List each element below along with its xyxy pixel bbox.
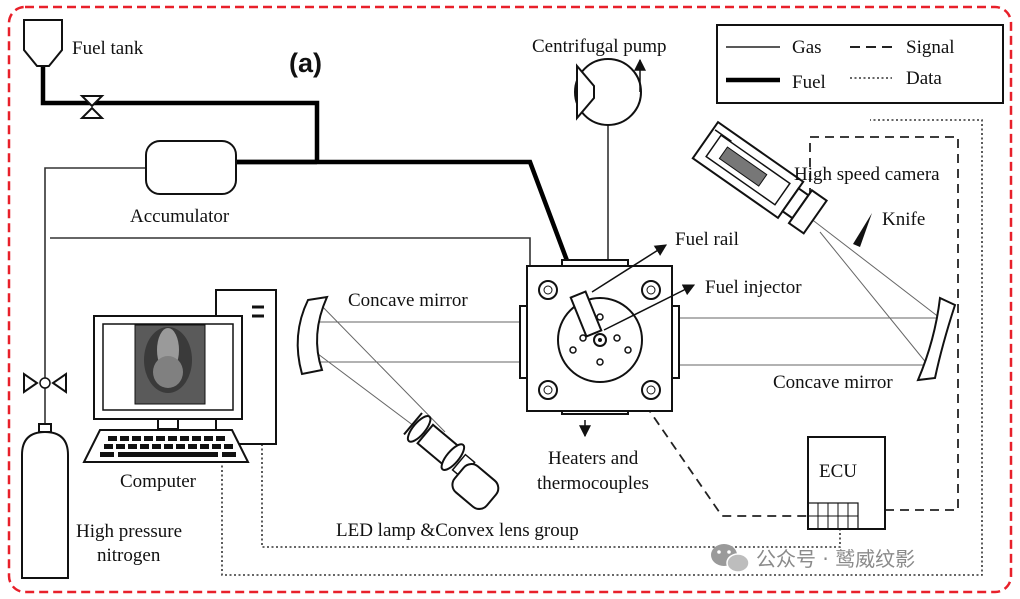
heaters-label-1: Heaters and — [548, 448, 639, 469]
watermark: 公众号 · 鹫威纹影 — [711, 544, 915, 573]
legend-data: Data — [906, 68, 942, 89]
fuel-rail-label: Fuel rail — [675, 229, 739, 250]
fuel-rail-arrow — [591, 244, 668, 293]
pump-icon[interactable]: Centrifugal pump — [532, 36, 667, 126]
data-lines — [221, 119, 983, 576]
watermark-text: 公众号 · 鹫威纹影 — [756, 547, 915, 571]
outer-border — [7, 5, 1013, 594]
lens-icon — [403, 412, 476, 479]
camera-icon[interactable] — [691, 120, 829, 235]
concave-mirror-left-label: Concave mirror — [348, 290, 468, 311]
nitrogen-label-1: High pressure — [76, 521, 182, 542]
mirror-icon — [296, 295, 329, 376]
fuel-injector-body — [569, 290, 603, 338]
concave-mirror-right-label: Concave mirror — [773, 372, 893, 393]
fuel-lines — [40, 66, 581, 291]
valve-icon[interactable] — [23, 372, 67, 394]
led-lamp-icon — [451, 463, 500, 510]
computer-icon[interactable]: Computer — [82, 289, 277, 492]
led-lamp-label: LED lamp &Convex lens group — [336, 520, 579, 541]
knife-label: Knife — [882, 209, 925, 230]
cylinder-icon — [21, 423, 69, 579]
accumulator-label: Accumulator — [130, 206, 230, 227]
fuel-tank: Fuel tank — [23, 19, 144, 67]
knife-icon — [853, 213, 872, 247]
fuel-tank-label: Fuel tank — [72, 38, 144, 59]
chamber — [519, 259, 680, 415]
heaters-label-2: thermocouples — [537, 473, 649, 494]
signal-lines — [619, 136, 959, 517]
optical-path — [305, 217, 941, 439]
wechat-icon — [711, 544, 750, 573]
nitrogen-label-2: nitrogen — [97, 545, 161, 566]
accumulator: Accumulator — [130, 140, 237, 227]
ecu: ECU — [807, 436, 886, 530]
mirror-icon — [916, 296, 957, 382]
ecu-label: ECU — [819, 461, 857, 482]
computer-label: Computer — [120, 471, 197, 492]
legend-gas: Gas — [792, 37, 822, 58]
panel-label: (a) — [289, 48, 322, 78]
legend: Gas Signal Fuel Data — [716, 24, 1004, 104]
legend-fuel: Fuel — [792, 72, 826, 93]
camera-label: High speed camera — [794, 164, 940, 185]
pump-label: Centrifugal pump — [532, 36, 667, 57]
injector-arrow — [603, 284, 696, 331]
fuel-injector-label: Fuel injector — [705, 277, 802, 298]
valve-icon[interactable] — [79, 95, 105, 119]
legend-signal: Signal — [906, 37, 955, 58]
